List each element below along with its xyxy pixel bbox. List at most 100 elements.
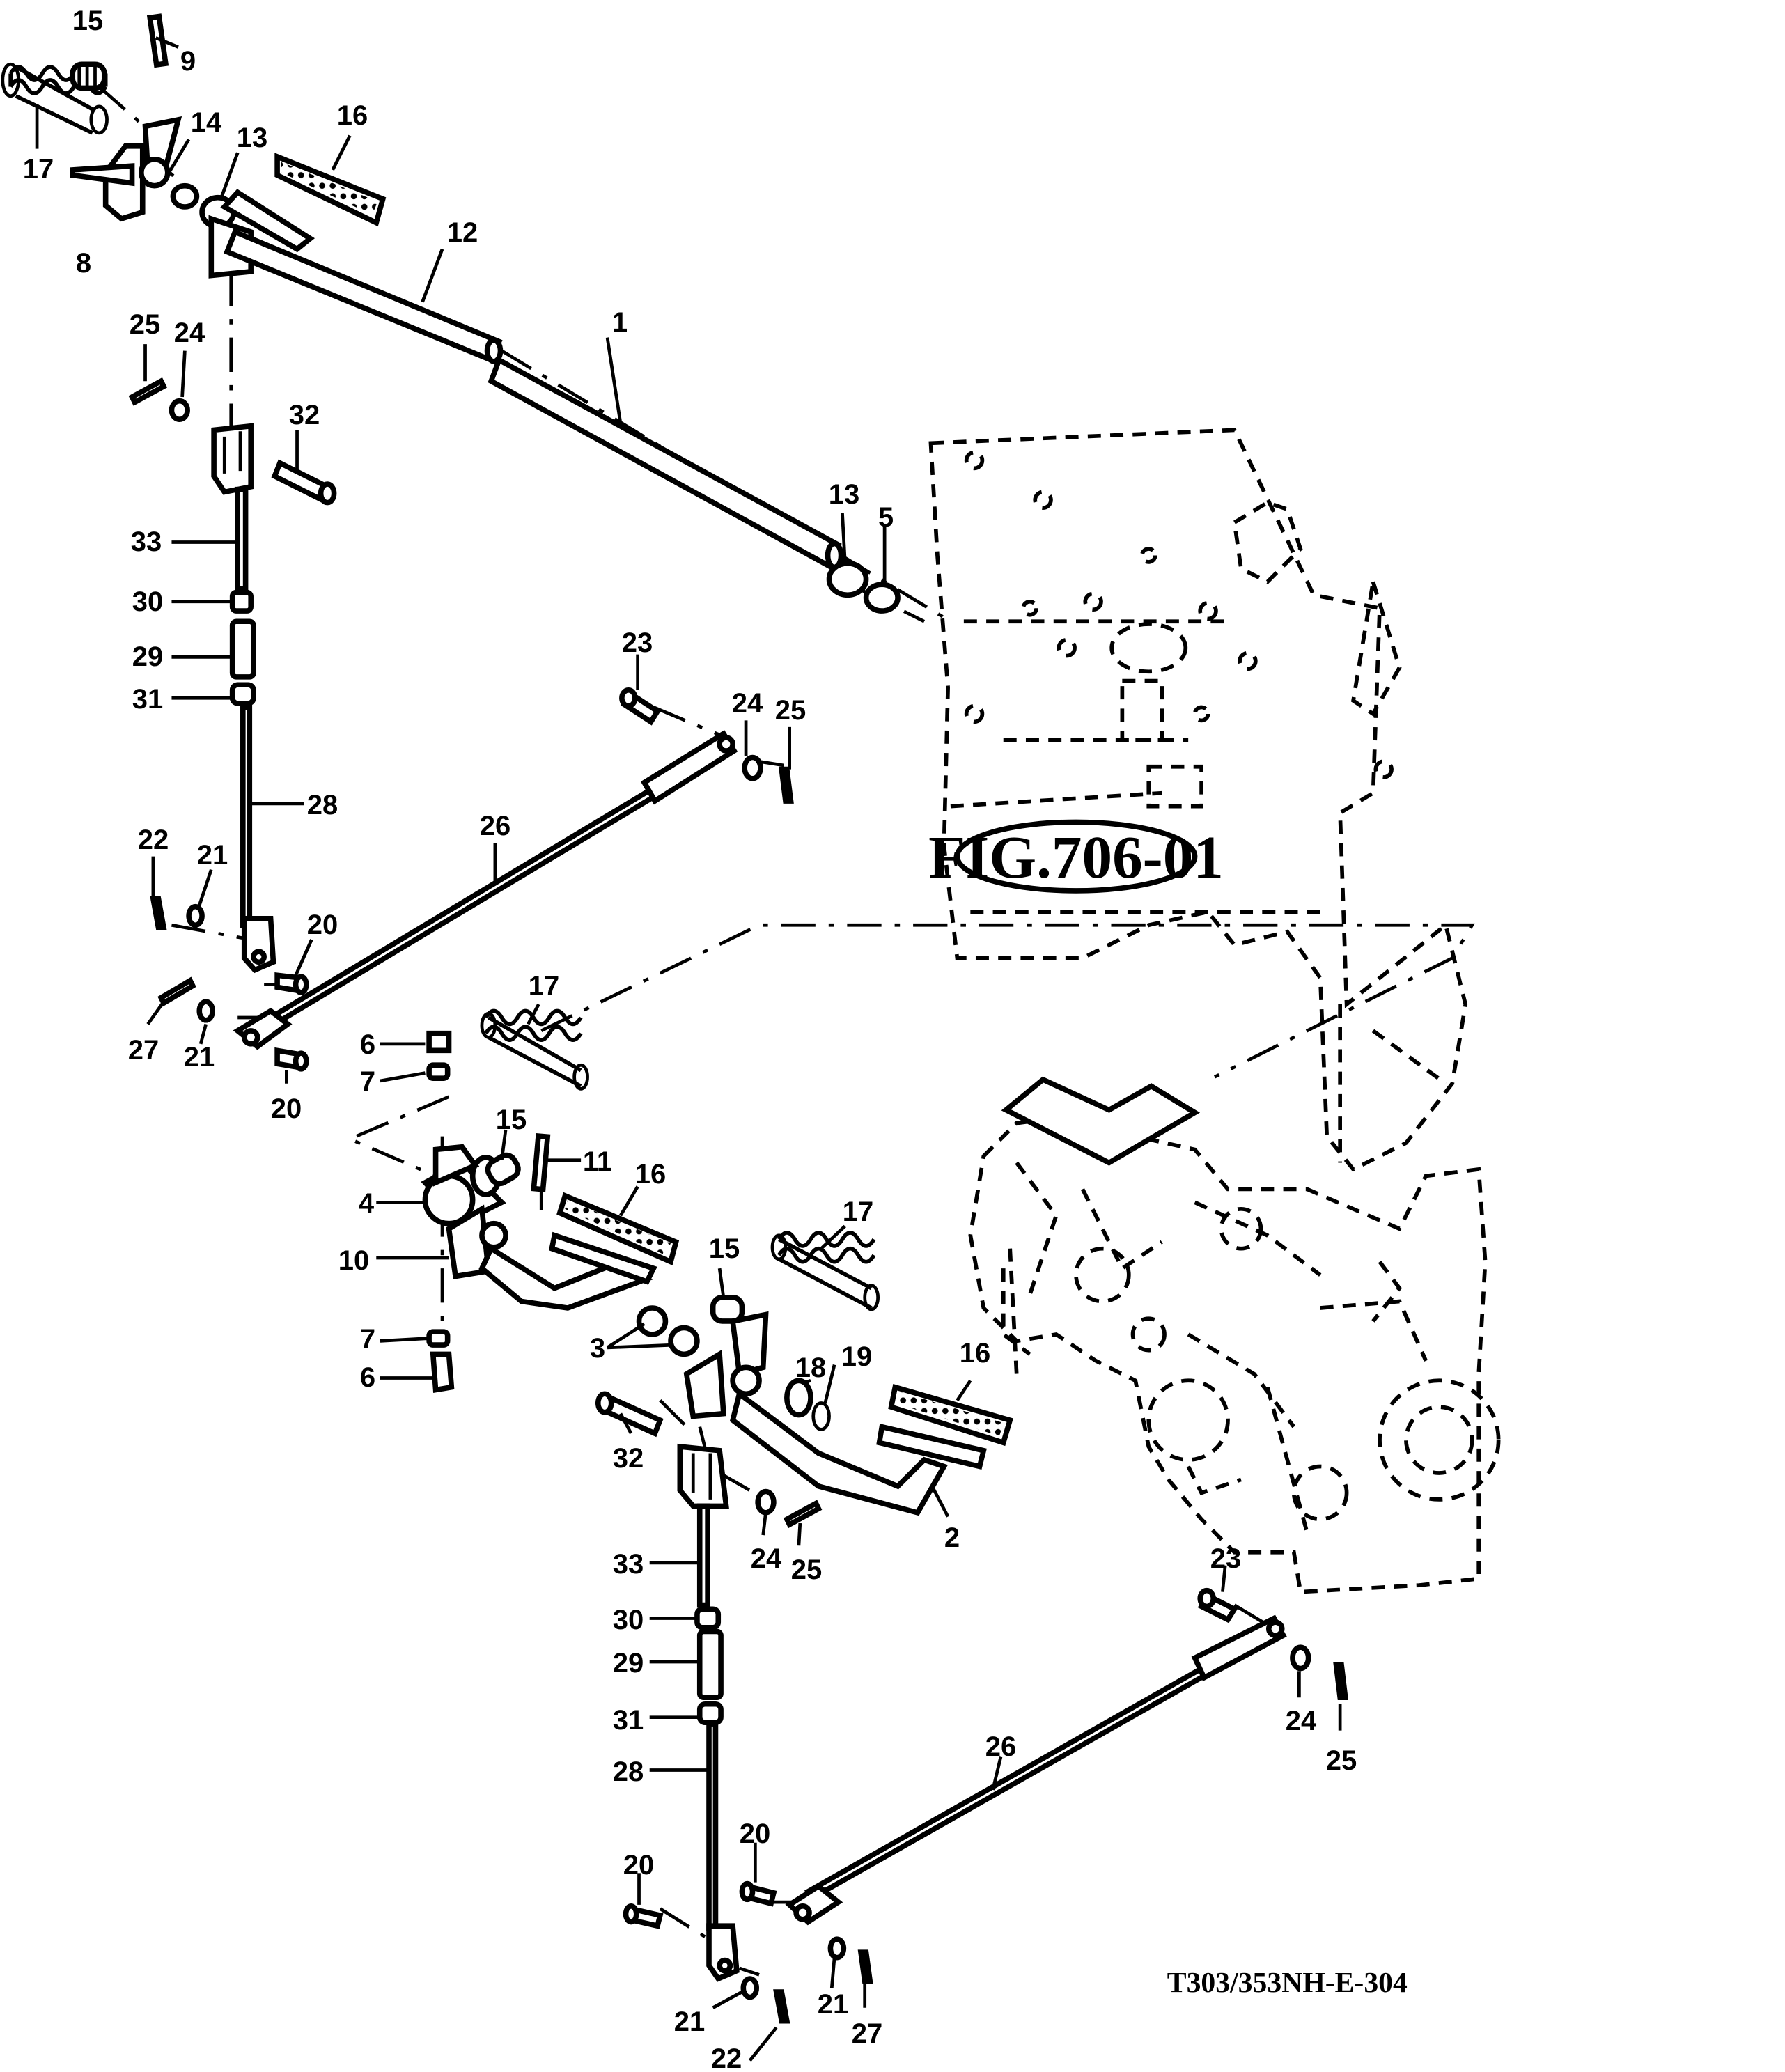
cotter-pin-22a (150, 896, 167, 930)
washer-21d (827, 1936, 847, 1961)
assembly-guide-lines (98, 85, 1475, 1977)
callout-label: 20 (307, 910, 338, 940)
washer-24c (755, 1488, 777, 1516)
clevis-upper (211, 423, 254, 495)
figure-reference-label: FIG.706-01 (928, 823, 1224, 891)
callout-label: 28 (613, 1756, 644, 1787)
callout-label: 20 (740, 1818, 770, 1849)
callout-label: 15 (496, 1105, 527, 1135)
callout-label: 33 (131, 527, 162, 557)
callout-label: 7 (360, 1066, 375, 1097)
bushing-13-right (826, 561, 869, 598)
lower-pedal-assembly (595, 1231, 1349, 2024)
rod-lower-26 (804, 1663, 1212, 1902)
callout-label: 25 (1326, 1745, 1357, 1776)
tractor-frame-outline (928, 428, 1501, 1594)
callout-label: 24 (732, 688, 763, 719)
callout-label: 9 (180, 46, 196, 77)
pedal-arm-2 (729, 1389, 949, 1516)
callout-label: 20 (271, 1093, 302, 1124)
bolt-6a (426, 1030, 452, 1054)
callout-label: 11 (583, 1146, 612, 1177)
callout-label: 31 (132, 684, 163, 715)
turnbuckle-lower-29 (696, 1628, 724, 1701)
callout-label: 18 (795, 1353, 826, 1383)
washer-upper-24 (169, 398, 190, 422)
bolt-6b (430, 1351, 455, 1393)
lever-bracket-lower (683, 1349, 726, 1419)
direction-arrow-icon (1001, 1076, 1201, 1166)
pedal-arm-top (220, 189, 315, 253)
turnbuckle-upper-29 (229, 618, 256, 680)
middle-pedal-assembly (421, 1008, 680, 1393)
cotter-pin-22b (773, 1989, 790, 2024)
callout-label: 24 (1286, 1706, 1317, 1736)
figure-reference-group: FIG.706-01 (928, 819, 1224, 1166)
callout-label: 21 (674, 2007, 705, 2037)
callout-label: 32 (613, 1443, 644, 1474)
circlip-19 (811, 1401, 831, 1431)
bushing-5 (863, 582, 901, 614)
callout-label: 28 (307, 790, 338, 820)
washer-24b (742, 754, 763, 781)
callout-label: 5 (878, 502, 894, 533)
callout-label: 10 (338, 1245, 369, 1276)
callout-label: 22 (138, 825, 169, 855)
callout-label: 24 (174, 318, 205, 348)
cotter-pin-25b (778, 766, 794, 804)
callout-label: 25 (130, 309, 160, 340)
callout-label: 16 (960, 1338, 990, 1369)
callout-label: 2 (944, 1522, 960, 1553)
callout-label: 21 (184, 1042, 215, 1073)
callout-label: 25 (791, 1555, 822, 1585)
callout-label: 4 (359, 1188, 375, 1219)
callout-label: 26 (480, 811, 510, 841)
callout-label: 13 (829, 479, 859, 510)
callout-label: 31 (613, 1705, 644, 1736)
nut-lower-31 (696, 1701, 724, 1726)
small-spring-middle (485, 1152, 521, 1187)
cotter-pin-25d (1333, 1662, 1349, 1701)
cotter-pin-25c (783, 1500, 823, 1529)
callout-label: 13 (237, 123, 267, 153)
leader-lines (35, 36, 1342, 2062)
pin-11 (531, 1132, 551, 1192)
clevis-lower (677, 1443, 729, 1509)
callout-label: 19 (841, 1341, 872, 1372)
cotter-pin-27b (857, 1949, 873, 1984)
rod-upper-33 (235, 486, 249, 591)
callout-label: 17 (843, 1197, 873, 1227)
callout-label: 17 (529, 971, 559, 1002)
callout-label: 1 (612, 307, 628, 338)
callout-label: 21 (818, 1989, 848, 2020)
nut-7b (426, 1329, 451, 1348)
callout-label: 16 (635, 1159, 666, 1190)
yoke-lower (1191, 1614, 1287, 1682)
callout-label: 14 (191, 107, 222, 138)
shaft-1 (488, 356, 842, 570)
return-spring-lower (770, 1231, 880, 1311)
callout-label: 22 (711, 2043, 742, 2072)
callout-label: 25 (775, 695, 806, 726)
washer-21a (186, 903, 205, 928)
rod-lower-33 (696, 1503, 710, 1608)
yoke-upper (640, 730, 738, 805)
callout-label: 24 (751, 1543, 782, 1574)
callout-label: 32 (289, 400, 320, 430)
bushing-3b (668, 1325, 700, 1357)
callout-label: 29 (613, 1648, 644, 1678)
washer-21c (740, 1976, 760, 2000)
shaft-12 (224, 228, 503, 364)
callout-label: 21 (197, 840, 228, 871)
callout-label: 33 (613, 1549, 644, 1580)
callout-label: 30 (132, 586, 163, 617)
callout-label: 6 (360, 1362, 375, 1393)
washer-24d (1290, 1644, 1311, 1672)
nut-upper-30 (229, 589, 254, 614)
rod-upper-28 (240, 704, 253, 928)
callout-labels: 15 9 17 14 13 16 8 12 1 25 24 32 33 13 5… (23, 6, 1357, 2072)
callout-label: 3 (590, 1333, 605, 1364)
callout-label: 23 (622, 628, 653, 658)
upper-shaft-assembly (1, 13, 901, 614)
